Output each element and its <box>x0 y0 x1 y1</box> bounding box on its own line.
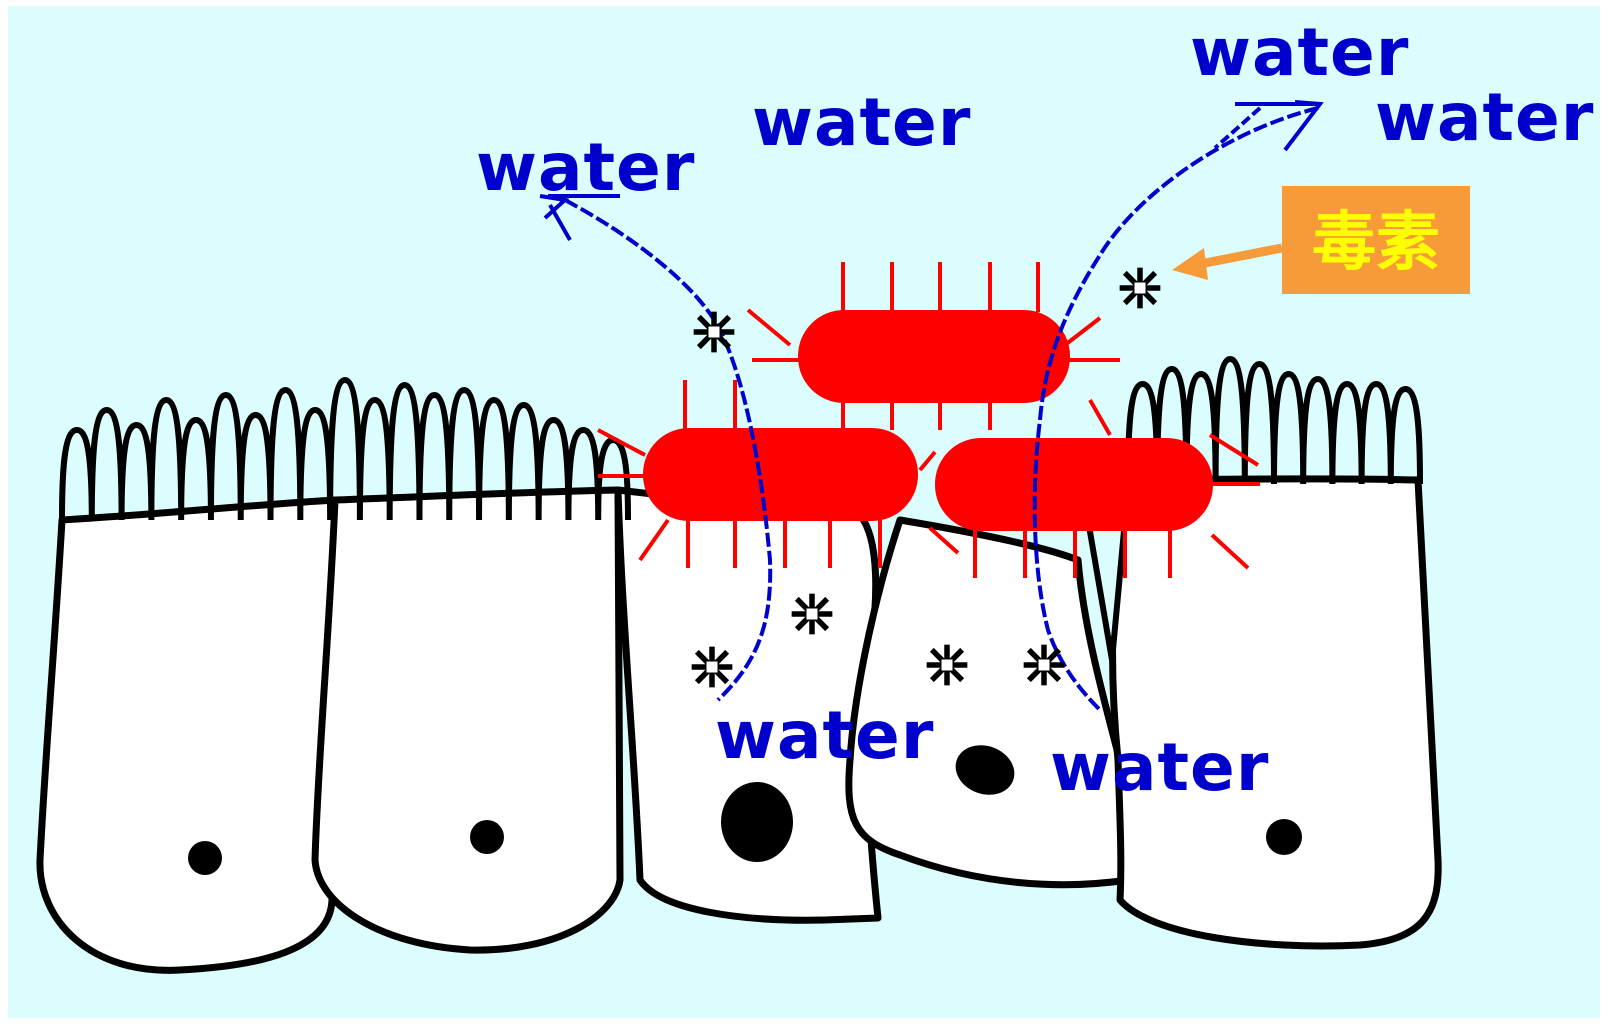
asterisk-toxin-icon <box>694 649 729 684</box>
water-label-top-center: water <box>752 84 971 161</box>
bacterium-left <box>643 428 918 521</box>
water-label-cell-3: water <box>715 697 934 774</box>
asterisk-toxin-icon <box>794 596 829 631</box>
water-label-cell-4: water <box>1050 729 1269 806</box>
nucleus-3 <box>721 782 793 862</box>
epithelial-cell-5 <box>1113 479 1439 946</box>
asterisk-toxin-icon <box>929 647 964 682</box>
bacterium-right <box>935 438 1213 531</box>
asterisk-toxin-icon <box>1026 647 1061 682</box>
asterisk-toxin-icon <box>1122 270 1157 305</box>
nucleus-2 <box>470 820 504 854</box>
epithelial-cell-2 <box>315 490 620 950</box>
water-label-far-right: water <box>1375 79 1594 156</box>
nucleus-1 <box>188 841 222 875</box>
bacterium-top <box>798 310 1070 403</box>
asterisk-toxin-icon <box>696 314 731 349</box>
nucleus-5 <box>1266 819 1302 855</box>
epithelial-cell-1 <box>40 500 335 970</box>
callout-label: 毒素 <box>1312 206 1440 280</box>
water-label-top-left: water <box>476 129 695 206</box>
